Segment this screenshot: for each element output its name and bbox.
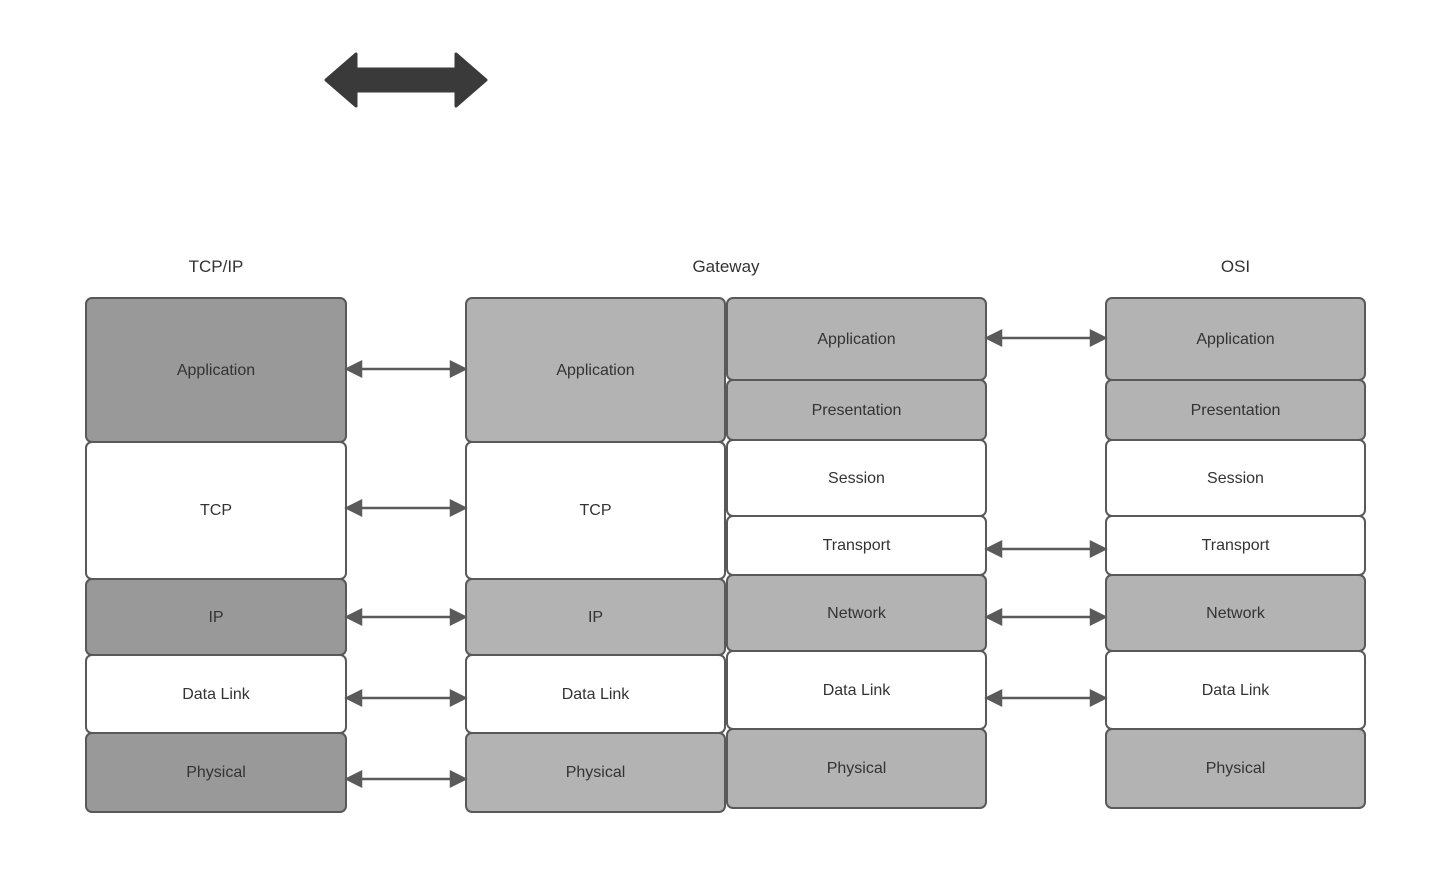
stack-gateway-left: Application TCP IP Data Link Physical: [465, 297, 726, 813]
gateway-osi-network-arrow: [984, 607, 1108, 627]
layer-gateway-tcp[interactable]: TCP: [465, 441, 726, 580]
gateway-osi-transport-arrow: [984, 539, 1108, 559]
layer-tcpip-physical[interactable]: Physical: [85, 732, 347, 813]
stack-osi: Application Presentation Session Transpo…: [1105, 297, 1366, 809]
layer-gateway-osi-application[interactable]: Application: [726, 297, 987, 381]
layer-osi-transport[interactable]: Transport: [1105, 515, 1366, 576]
stack-tcpip: Application TCP IP Data Link Physical: [85, 297, 347, 813]
layer-gateway-osi-physical[interactable]: Physical: [726, 728, 987, 809]
layer-osi-session[interactable]: Session: [1105, 439, 1366, 517]
layer-gateway-application[interactable]: Application: [465, 297, 726, 443]
tcpip-gateway-tcp-arrow: [344, 498, 468, 518]
layer-gateway-osi-network[interactable]: Network: [726, 574, 987, 652]
layer-gateway-osi-presentation[interactable]: Presentation: [726, 379, 987, 441]
layer-gateway-physical[interactable]: Physical: [465, 732, 726, 813]
layer-osi-presentation[interactable]: Presentation: [1105, 379, 1366, 441]
layer-gateway-osi-transport[interactable]: Transport: [726, 515, 987, 576]
column-header-osi: OSI: [1220, 257, 1251, 276]
stack-gateway-right: Application Presentation Session Transpo…: [726, 297, 987, 809]
layer-gateway-ip[interactable]: IP: [465, 578, 726, 656]
tcpip-gateway-datalink-arrow: [344, 688, 468, 708]
layer-tcpip-datalink[interactable]: Data Link: [85, 654, 347, 734]
layer-tcpip-tcp[interactable]: TCP: [85, 441, 347, 580]
tcpip-gateway-ip-arrow: [344, 607, 468, 627]
layer-osi-datalink[interactable]: Data Link: [1105, 650, 1366, 730]
layer-tcpip-ip[interactable]: IP: [85, 578, 347, 656]
tcpip-gateway-physical-arrow: [344, 769, 468, 789]
double-headed-arrow-icon: [322, 48, 490, 112]
layer-osi-network[interactable]: Network: [1105, 574, 1366, 652]
gateway-osi-datalink-arrow: [984, 688, 1108, 708]
layer-tcpip-application[interactable]: Application: [85, 297, 347, 443]
layer-gateway-osi-datalink[interactable]: Data Link: [726, 650, 987, 730]
gateway-osi-application-arrow: [984, 328, 1108, 348]
column-header-gateway: Gateway: [692, 257, 760, 276]
layer-osi-physical[interactable]: Physical: [1105, 728, 1366, 809]
layer-gateway-osi-session[interactable]: Session: [726, 439, 987, 517]
layer-gateway-datalink[interactable]: Data Link: [465, 654, 726, 734]
layer-osi-application[interactable]: Application: [1105, 297, 1366, 381]
column-header-tcpip: TCP/IP: [188, 257, 244, 276]
tcpip-gateway-application-arrow: [344, 359, 468, 379]
